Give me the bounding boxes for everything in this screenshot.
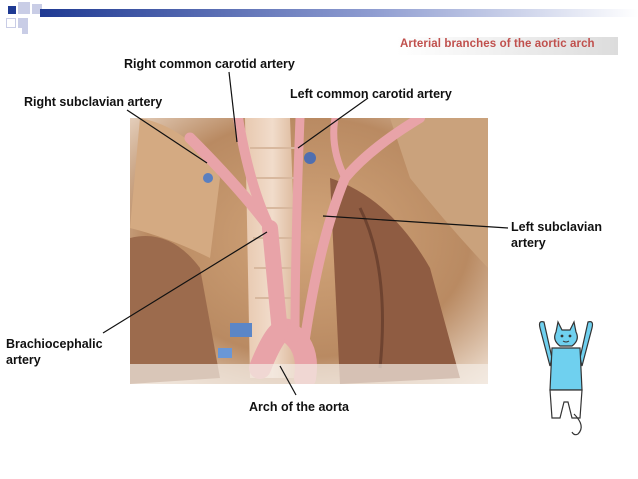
- cat-arms-raised-icon: [528, 318, 604, 438]
- label-left-common-carotid: Left common carotid artery: [290, 87, 452, 101]
- label-brachiocephalic-line1: Brachiocephalic: [6, 337, 103, 351]
- label-brachiocephalic-line2: artery: [6, 353, 41, 367]
- label-right-common-carotid: Right common carotid artery: [124, 57, 295, 71]
- corner-decoration: [0, 0, 60, 38]
- dissection-photo: [130, 118, 488, 384]
- label-right-subclavian: Right subclavian artery: [24, 95, 163, 109]
- label-arch-of-aorta: Arch of the aorta: [249, 400, 350, 414]
- label-brachiocephalic: Brachiocephalic artery: [6, 336, 103, 368]
- label-left-subclavian-line2: artery: [511, 236, 546, 250]
- title-banner: Arterial branches of the aortic arch: [396, 37, 618, 55]
- top-accent-bar: [40, 4, 638, 17]
- label-left-subclavian-line1: Left subclavian: [511, 220, 602, 234]
- slide-title: Arterial branches of the aortic arch: [400, 38, 595, 50]
- label-left-subclavian: Left subclavian artery: [511, 219, 602, 251]
